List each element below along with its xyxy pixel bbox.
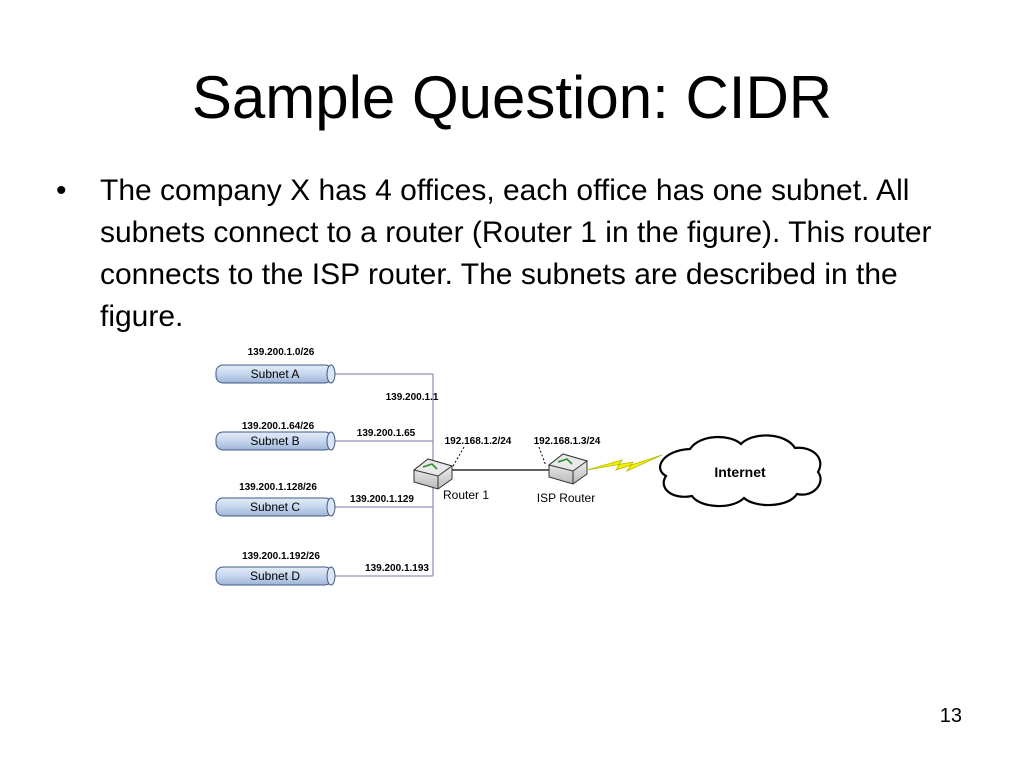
lightning-bolt-icon [586,454,663,472]
subnet-a-gateway: 139.200.1.1 [386,392,439,403]
subnet-pipe-a [215,364,336,384]
subnet-b-network: 139.200.1.64/26 [242,421,315,432]
isp-ip-pointer [538,446,547,467]
subnet-a-network: 139.200.1.0/26 [248,347,315,358]
slide-title: Sample Question: CIDR [191,64,833,131]
subnet-pipe-c [215,497,336,517]
isp-router-label: ISP Router [537,491,595,505]
subnet-pipe-d [215,566,336,586]
isp-router-icon [547,453,589,485]
subnet-b-label: Subnet B [250,434,299,448]
router1-label: Router 1 [443,488,489,502]
subnet-b-gateway: 139.200.1.65 [357,428,416,439]
subnet-d-label: Subnet D [250,569,300,583]
subnet-a-label: Subnet A [251,367,300,381]
subnet-c-gateway: 139.200.1.129 [350,494,414,505]
bullet-marker: • [56,174,67,207]
subnet-c-network: 139.200.1.128/26 [239,482,317,493]
router1-ip-pointer [451,446,465,469]
router1-wan-ip: 192.168.1.2/24 [445,436,512,447]
page-number: 13 [939,705,962,727]
subnet-d-gateway: 139.200.1.193 [365,563,429,574]
isp-router-ip: 192.168.1.3/24 [534,436,601,447]
subnet-d-network: 139.200.1.192/26 [242,551,320,562]
router1-icon [412,458,454,490]
internet-label: Internet [714,464,766,480]
subnet-pipe-b [215,431,336,451]
bullet-text: The company X has 4 offices, each office… [100,174,932,333]
internet-cloud-icon [659,434,822,508]
subnet-c-label: Subnet C [250,500,300,514]
